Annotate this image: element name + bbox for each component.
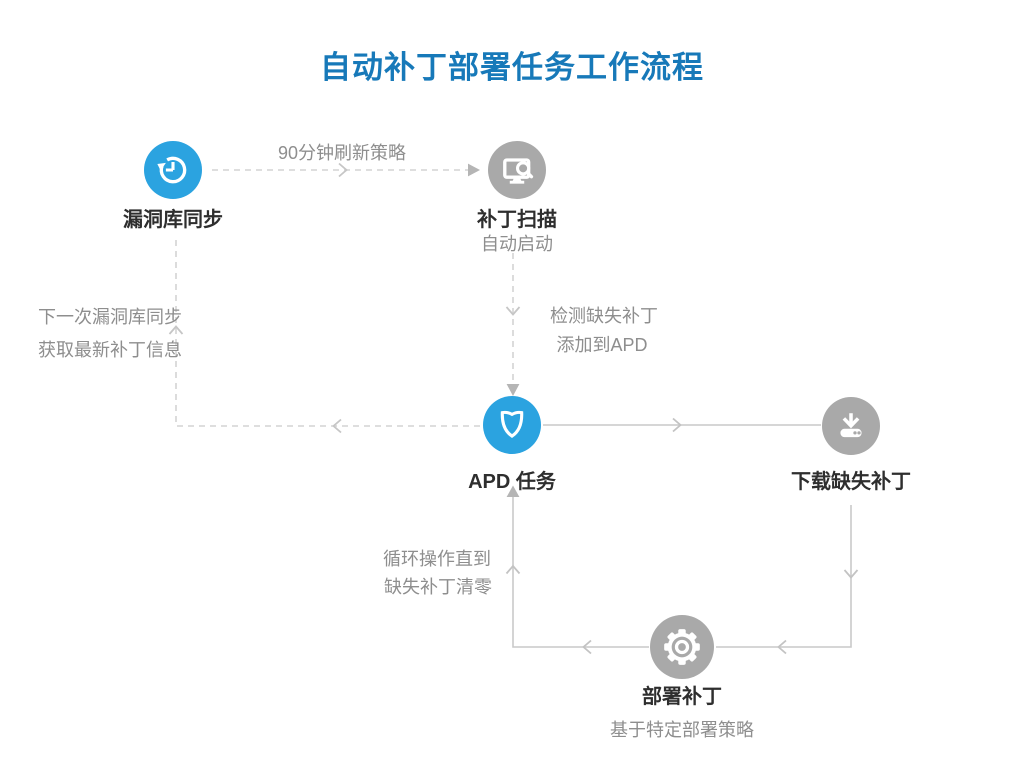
edge-sync-to-scan (212, 162, 480, 178)
page-title: 自动补丁部署任务工作流程 (320, 50, 704, 85)
shield-icon (500, 410, 524, 438)
edge-download-to-deploy (716, 505, 859, 655)
node-apd-task-label: APD 任务 (468, 471, 556, 493)
edge-apd-to-sync (168, 237, 480, 434)
node-deploy-patches-sublabel: 基于特定部署策略 (610, 720, 754, 740)
edge-label-loop-line1: 循环操作直到 (383, 549, 491, 569)
node-vuln-db-sync (144, 141, 202, 199)
download-icon (840, 413, 862, 438)
node-deploy-patches-label: 部署补丁 (642, 686, 722, 708)
edge-deploy-to-apd (505, 485, 649, 655)
node-deploy-patches (650, 615, 714, 679)
edge-label-next-sync-line1: 下一次漏洞库同步 (38, 307, 182, 327)
node-patch-scan-sublabel: 自动启动 (481, 234, 553, 254)
edge-apd-to-download (543, 417, 821, 433)
node-download-patches-label: 下载缺失补丁 (791, 471, 911, 493)
edge-scan-to-apd (505, 253, 521, 396)
node-apd-task (483, 396, 541, 454)
history-sync-icon (157, 156, 187, 184)
monitor-search-icon (503, 158, 534, 184)
edge-label-next-sync-line2: 获取最新补丁信息 (38, 340, 182, 360)
edge-label-refresh-policy: 90分钟刷新策略 (277, 143, 407, 163)
node-patch-scan-label: 补丁扫描 (477, 209, 557, 231)
edge-label-loop-line2: 缺失补丁清零 (384, 577, 492, 597)
edge-label-detect-line2: 添加到APD (556, 335, 648, 355)
edge-label-detect-line1: 检测缺失补丁 (550, 306, 658, 326)
gear-icon (664, 629, 700, 665)
node-patch-scan (488, 141, 546, 199)
node-vuln-db-sync-label: 漏洞库同步 (123, 209, 223, 231)
node-download-patches (822, 397, 880, 455)
